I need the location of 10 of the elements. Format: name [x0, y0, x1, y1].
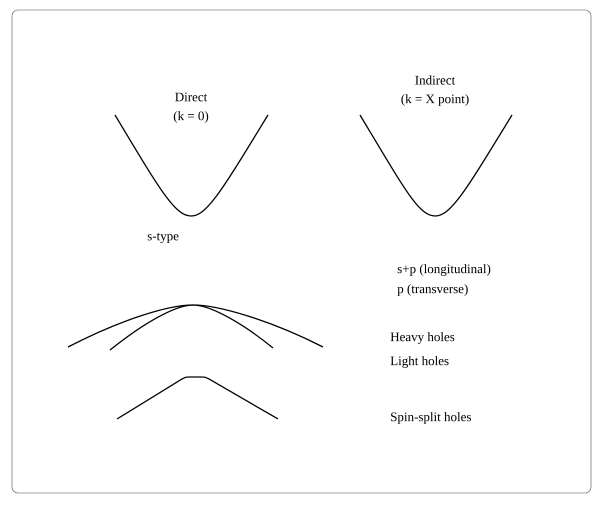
point-label: (k = 0): [174, 111, 208, 123]
band-label: s+p (longitudinal): [398, 264, 490, 276]
band-label: p (transverse): [397, 284, 468, 296]
band-label: Light holes: [390, 356, 449, 368]
point-label: (k = X point): [401, 94, 469, 106]
band-label: Spin-split holes: [391, 412, 471, 424]
point-label: Direct: [175, 92, 208, 102]
band-label: Heavy holes: [390, 332, 454, 344]
band-label: s-type: [148, 232, 179, 244]
point-label: Indirect: [415, 75, 456, 85]
